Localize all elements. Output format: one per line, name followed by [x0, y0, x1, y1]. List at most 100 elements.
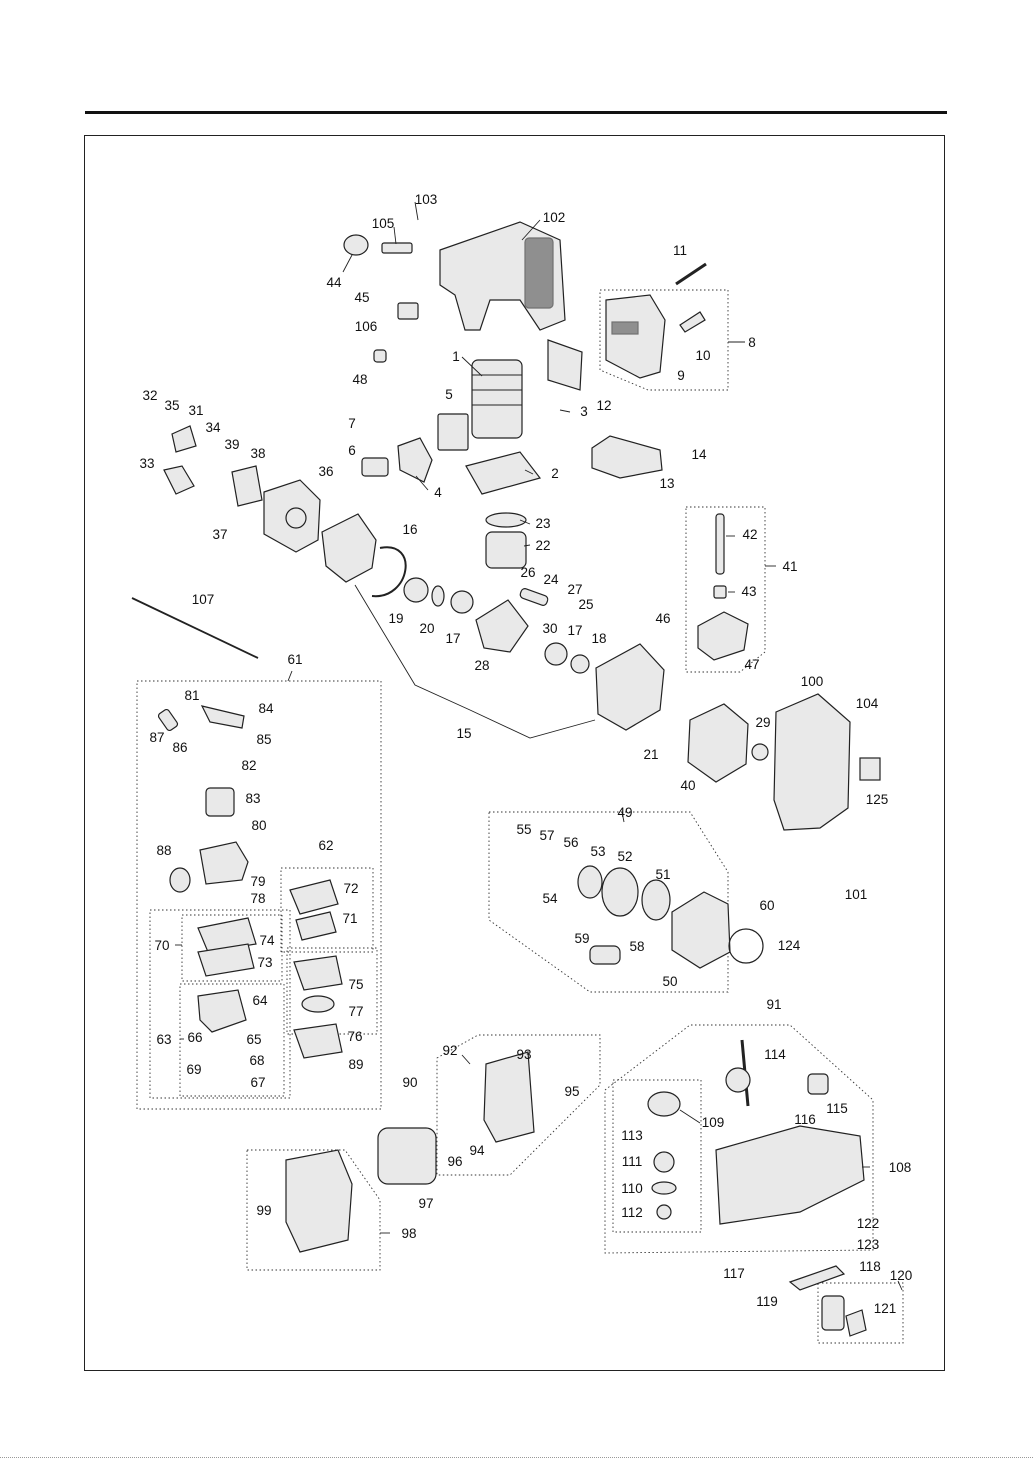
label-10: 10	[695, 348, 710, 363]
group-63	[179, 983, 285, 1097]
label-38: 38	[250, 446, 265, 461]
label-12: 12	[596, 398, 611, 413]
piston	[485, 531, 527, 569]
label-119: 119	[756, 1294, 778, 1309]
label-91: 91	[766, 997, 781, 1012]
throttle-lever-85	[200, 705, 245, 729]
label-65: 65	[246, 1032, 261, 1047]
label-48: 48	[352, 372, 367, 387]
air-cleaner-base	[483, 1051, 535, 1143]
label-53: 53	[590, 844, 605, 859]
spark-plug	[381, 242, 413, 254]
clutch-drum	[231, 465, 263, 507]
label-66: 66	[187, 1030, 202, 1045]
label-96: 96	[447, 1154, 462, 1169]
label-27: 27	[567, 582, 582, 597]
label-63: 63	[156, 1032, 171, 1047]
label-55: 55	[516, 822, 531, 837]
label-7: 7	[348, 416, 356, 431]
label-120: 120	[890, 1268, 913, 1283]
label-107: 107	[192, 592, 215, 607]
cap-gasket-110	[651, 1181, 677, 1195]
label-6: 6	[348, 443, 356, 458]
intake-4	[397, 437, 433, 483]
label-58: 58	[629, 939, 644, 954]
label-23: 23	[535, 516, 550, 531]
crankcase-left	[321, 513, 377, 583]
gasket-6	[361, 457, 389, 477]
label-34: 34	[205, 420, 221, 435]
label-1: 1	[452, 349, 460, 364]
label-17a: 17	[445, 631, 460, 646]
rope-reel-53	[577, 865, 603, 899]
label-32: 32	[142, 388, 157, 403]
label-88: 88	[156, 843, 171, 858]
label-13: 13	[659, 476, 674, 491]
label-68: 68	[249, 1053, 264, 1068]
label-31: 31	[188, 403, 203, 418]
label-69: 69	[186, 1062, 201, 1077]
snap-ring-20	[431, 585, 445, 607]
group-outlines	[136, 289, 904, 1344]
label-79: 79	[250, 874, 265, 889]
leader-102	[521, 219, 541, 241]
washer-48	[373, 349, 387, 363]
label-54: 54	[542, 891, 558, 906]
label-45: 45	[354, 290, 369, 305]
label-5: 5	[445, 387, 453, 402]
group-109	[612, 1079, 702, 1233]
label-22: 22	[535, 538, 550, 553]
label-93: 93	[516, 1047, 531, 1062]
crankcase-gasket	[371, 546, 407, 598]
label-71: 71	[342, 911, 357, 926]
pulley-52	[601, 867, 639, 917]
label-42: 42	[742, 527, 757, 542]
label-99: 99	[256, 1203, 271, 1218]
leader-105	[393, 226, 397, 245]
label-56: 56	[563, 835, 578, 850]
label-100: 100	[801, 674, 824, 689]
label-19: 19	[388, 611, 403, 626]
label-83: 83	[245, 791, 260, 806]
label-123: 123	[857, 1237, 880, 1252]
label-78: 78	[250, 891, 265, 906]
label-47: 47	[744, 657, 759, 672]
bracket-118	[788, 1265, 846, 1291]
label-121: 121	[874, 1301, 897, 1316]
cylinder	[471, 359, 523, 439]
label-49: 49	[617, 805, 632, 820]
label-15: 15	[456, 726, 471, 741]
muffler	[605, 294, 666, 379]
air-cover-98	[285, 1149, 353, 1253]
label-64: 64	[252, 993, 268, 1008]
label-94: 94	[469, 1143, 485, 1158]
label-125: 125	[866, 792, 889, 807]
label-117: 117	[723, 1266, 745, 1281]
fuel-tank	[715, 1125, 865, 1225]
parts	[131, 221, 881, 1337]
crankcase-leader	[354, 584, 596, 739]
flywheel	[687, 703, 749, 783]
label-28: 28	[474, 658, 489, 673]
bracket-31	[171, 425, 197, 453]
leader-44	[342, 254, 353, 273]
throttle-cable	[131, 597, 259, 659]
label-40: 40	[680, 778, 695, 793]
group-70-inner	[181, 914, 283, 982]
bearing-19	[403, 577, 429, 603]
label-52: 52	[617, 849, 632, 864]
fan-cover	[773, 693, 851, 831]
stop-pin-42	[715, 513, 725, 575]
flywheel-nut	[751, 743, 769, 761]
label-18: 18	[591, 631, 606, 646]
label-102: 102	[543, 210, 566, 225]
switch-housing	[697, 611, 749, 661]
ignition-coil	[397, 302, 419, 320]
filter-114	[725, 1067, 751, 1093]
label-98: 98	[401, 1226, 416, 1241]
clutch-shoe	[163, 465, 195, 495]
label-110: 110	[621, 1181, 643, 1196]
gasket-74	[197, 917, 257, 953]
fuel-cap-109	[647, 1091, 681, 1117]
